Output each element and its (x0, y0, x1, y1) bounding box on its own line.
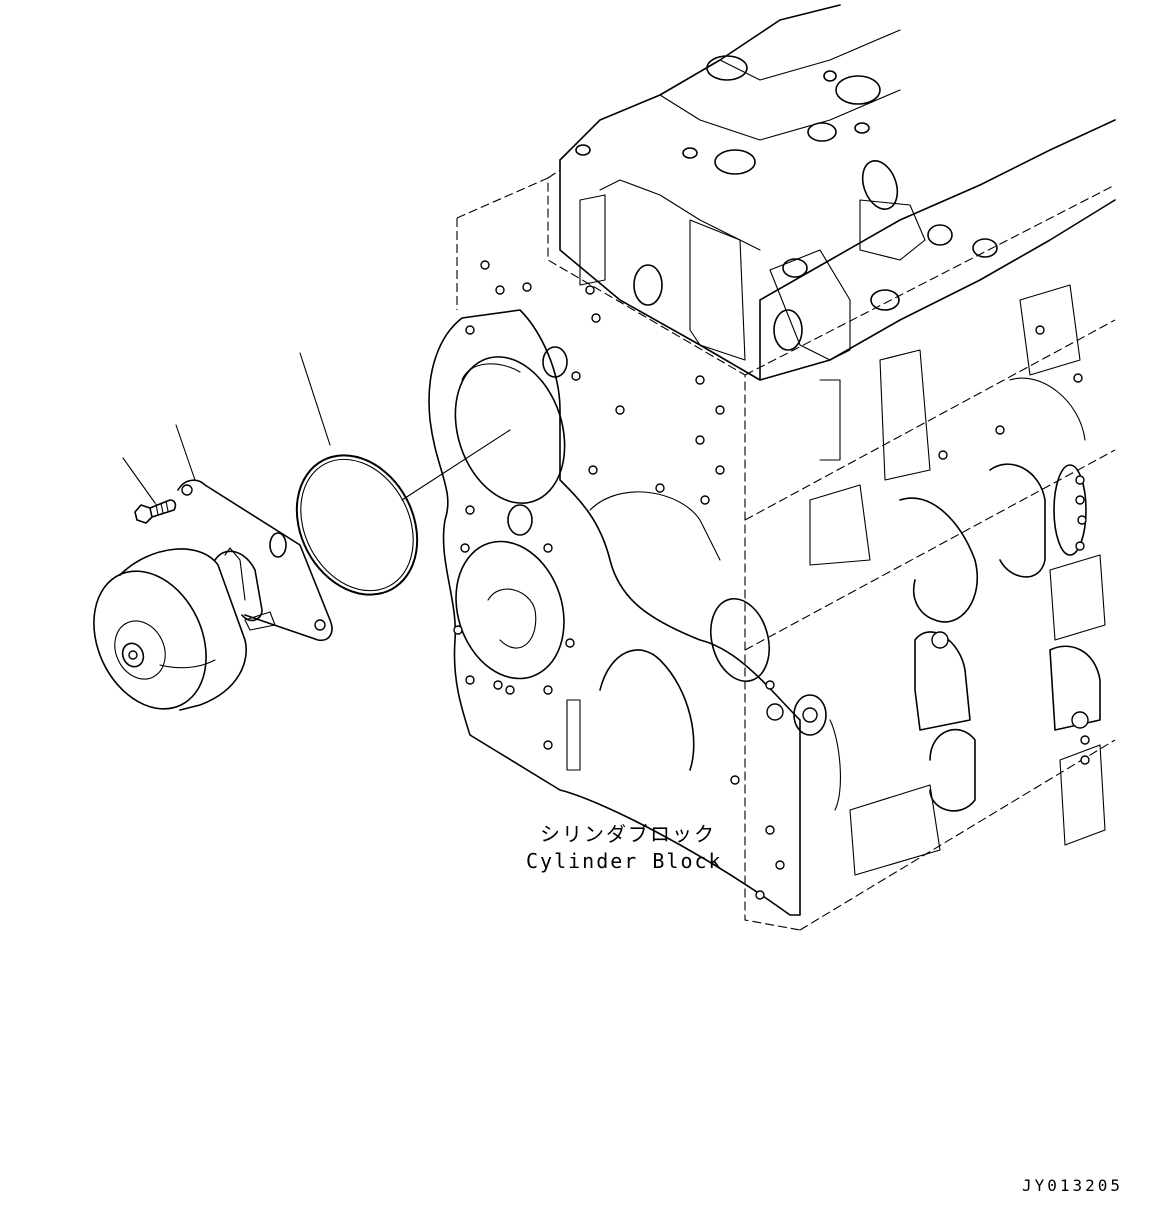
o-ring (295, 454, 419, 596)
water-pump (93, 479, 333, 711)
mounting-bolt (134, 499, 177, 524)
cylinder-block (428, 4, 1116, 931)
drawing-id: JY013205 (1022, 1176, 1124, 1195)
leader-lines (122, 352, 511, 504)
cylinder-block-label-en: Cylinder Block (526, 849, 723, 873)
cylinder-block-label-jp: シリンダブロック (540, 822, 716, 846)
